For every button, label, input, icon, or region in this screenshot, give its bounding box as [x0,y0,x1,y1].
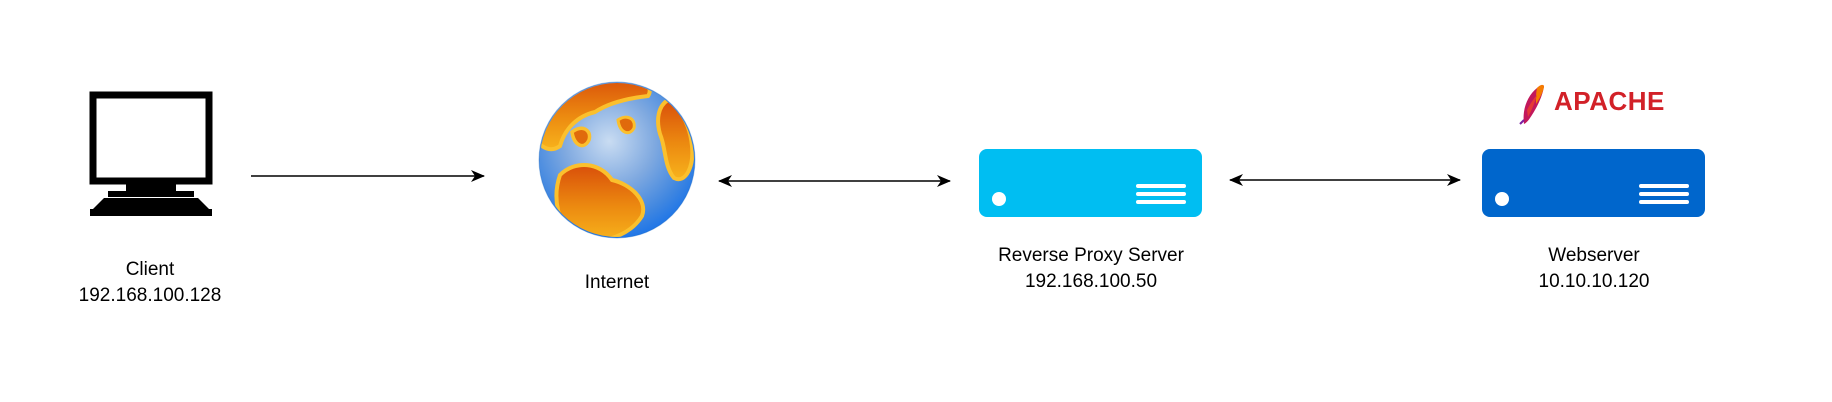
apache-feather-icon [1519,84,1544,125]
proxy-server-icon [979,149,1202,217]
client-ip: 192.168.100.128 [78,285,222,306]
proxy-ip: 192.168.100.50 [1024,271,1158,292]
globe-icon [538,81,696,239]
client-name: Client [125,259,175,280]
webserver-icon [1482,149,1705,217]
proxy-name: Reverse Proxy Server [998,245,1184,266]
client-label: Client 192.168.100.128 [44,257,256,309]
computer-monitor-icon [89,91,213,216]
internet-label: Internet [537,270,697,296]
proxy-label: Reverse Proxy Server 192.168.100.50 [960,243,1222,295]
apache-logo-text: APACHE [1554,86,1665,116]
webserver-name: Webserver [1548,245,1640,266]
webserver-ip: 10.10.10.120 [1538,271,1650,292]
internet-name: Internet [584,272,650,293]
webserver-label: Webserver 10.10.10.120 [1483,243,1705,295]
